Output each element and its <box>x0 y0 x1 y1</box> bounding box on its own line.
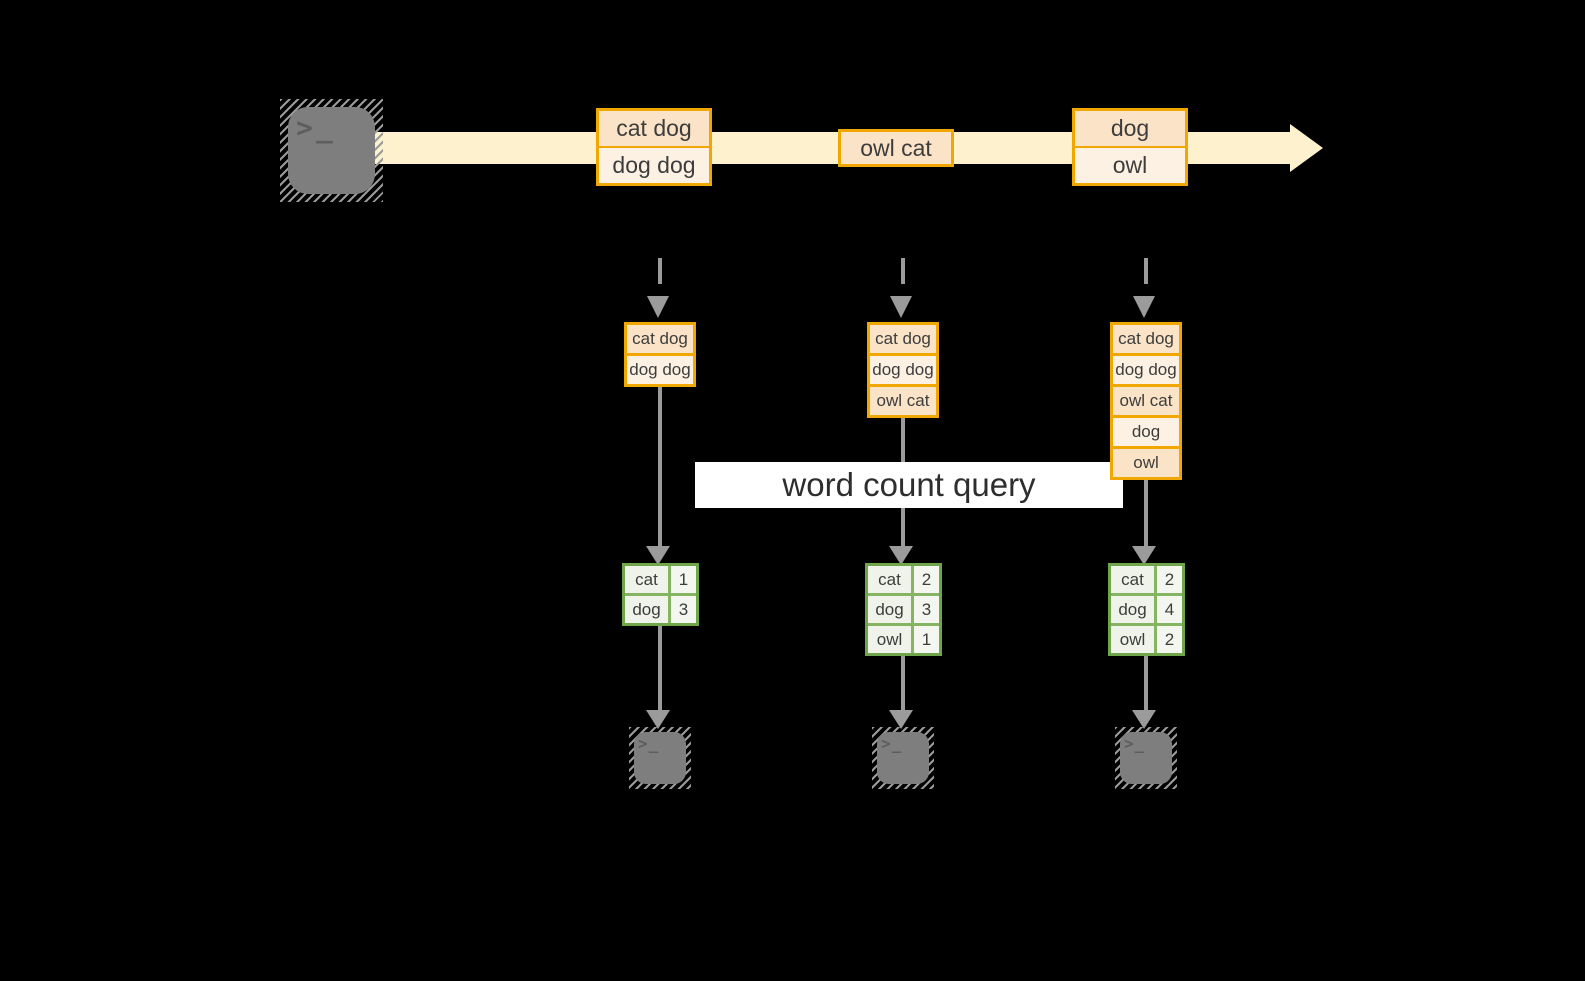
sink-terminal-icon: >_ <box>1115 727 1177 789</box>
accumulator-cell: cat dog <box>1113 325 1179 353</box>
word-count-table: cat 2 dog 3 owl 1 <box>865 563 942 656</box>
sink-arrow <box>1144 656 1148 710</box>
sink-terminal-icon: >_ <box>629 727 691 789</box>
terminal-prompt-icon: >_ <box>1124 734 1146 753</box>
accumulator-cell: cat dog <box>870 325 936 353</box>
accumulator-cell: cat dog <box>627 325 693 353</box>
table-cell-word: dog <box>625 596 668 623</box>
terminal-screen <box>877 732 929 784</box>
accumulator-cell: owl cat <box>870 384 936 415</box>
sink-arrowhead-icon <box>1132 710 1156 729</box>
word-count-table: cat 1 dog 3 <box>622 563 699 626</box>
batch-cell: dog dog <box>599 146 709 183</box>
query-arrowhead-icon <box>646 546 670 565</box>
stream-batch-box: cat dog dog dog <box>596 108 712 186</box>
dashed-arrow <box>1144 258 1148 296</box>
source-terminal-icon: >_ <box>280 99 383 202</box>
accumulator-cell: dog <box>1113 415 1179 446</box>
stream-arrowhead-icon <box>1290 124 1323 172</box>
table-cell-count: 1 <box>914 626 939 653</box>
table-cell-count: 3 <box>914 596 939 623</box>
query-arrow <box>658 387 662 546</box>
table-cell-word: dog <box>1111 596 1154 623</box>
stream-batch-box: dog owl <box>1072 108 1188 186</box>
table-cell-count: 2 <box>1157 566 1182 593</box>
accumulator-cell: dog dog <box>1113 353 1179 384</box>
table-cell-count: 2 <box>1157 626 1182 653</box>
accumulator-box: cat dog dog dog <box>624 322 696 387</box>
terminal-prompt-icon: >_ <box>881 734 903 753</box>
terminal-prompt-icon: >_ <box>638 734 660 753</box>
batch-cell: owl <box>1075 146 1185 183</box>
query-label: word count query <box>782 466 1036 503</box>
table-cell-word: dog <box>868 596 911 623</box>
sink-arrowhead-icon <box>889 710 913 729</box>
table-cell-word: owl <box>868 626 911 653</box>
query-arrowhead-icon <box>1132 546 1156 565</box>
batch-cell: dog <box>1075 111 1185 146</box>
query-arrow <box>1144 477 1148 546</box>
dashed-arrow <box>658 258 662 296</box>
sink-terminal-icon: >_ <box>872 727 934 789</box>
table-cell-word: cat <box>868 566 911 593</box>
terminal-screen <box>1120 732 1172 784</box>
terminal-screen <box>634 732 686 784</box>
accumulator-box: cat dog dog dog owl cat <box>867 322 939 418</box>
dashed-arrow <box>901 258 905 296</box>
sink-arrow <box>901 656 905 710</box>
sink-arrow <box>658 626 662 710</box>
accumulator-cell: dog dog <box>870 353 936 384</box>
terminal-screen <box>288 107 375 194</box>
accumulator-cell: owl <box>1113 446 1179 477</box>
table-cell-count: 3 <box>671 596 696 623</box>
table-cell-count: 2 <box>914 566 939 593</box>
dashed-arrowhead-icon <box>647 296 669 318</box>
table-cell-count: 1 <box>671 566 696 593</box>
table-cell-word: cat <box>1111 566 1154 593</box>
table-cell-word: owl <box>1111 626 1154 653</box>
accumulator-cell: dog dog <box>627 353 693 384</box>
table-cell-count: 4 <box>1157 596 1182 623</box>
query-label-band: word count query <box>695 462 1123 508</box>
sink-arrowhead-icon <box>646 710 670 729</box>
table-cell-word: cat <box>625 566 668 593</box>
accumulator-cell: owl cat <box>1113 384 1179 415</box>
stream-batch-box: owl cat <box>838 129 954 167</box>
batch-cell: cat dog <box>599 111 709 146</box>
dashed-arrowhead-icon <box>1133 296 1155 318</box>
accumulator-box: cat dog dog dog owl cat dog owl <box>1110 322 1182 480</box>
query-arrowhead-icon <box>889 546 913 565</box>
dashed-arrowhead-icon <box>890 296 912 318</box>
terminal-prompt-icon: >_ <box>296 111 336 144</box>
batch-cell: owl cat <box>841 132 951 164</box>
word-count-table: cat 2 dog 4 owl 2 <box>1108 563 1185 656</box>
